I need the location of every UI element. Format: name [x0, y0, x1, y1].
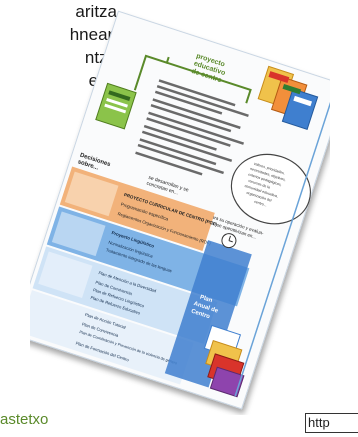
- bubble-text-line: recursos de la: [248, 179, 271, 190]
- green-connector: [133, 54, 170, 91]
- poster-graphic: proyecto educativo de centro: [12, 10, 348, 410]
- top-bullet-lines: [135, 79, 249, 176]
- bottom-right-link-box[interactable]: http: [305, 413, 358, 433]
- plan-label-line: Centro: [190, 309, 211, 321]
- right-border-line: [234, 89, 336, 397]
- plan-label-line: Plan: [199, 295, 213, 305]
- bubble-text-line: centro...: [254, 200, 268, 208]
- document-covers: [257, 65, 319, 130]
- side-text-line: hnean: [69, 25, 117, 44]
- blue-band-pale: [18, 290, 194, 385]
- green-connector: [166, 61, 252, 104]
- bubble-text-line: organización del: [246, 191, 272, 203]
- poster: proyecto educativo de centro: [12, 10, 348, 415]
- side-text-line: aritza: [75, 2, 117, 21]
- blue-left-cell: [51, 211, 106, 257]
- clock-hands: [228, 235, 233, 243]
- green-document-cover: [95, 82, 137, 130]
- orange-left-cell: [64, 171, 119, 217]
- plan-column: [164, 240, 252, 388]
- bottom-left-text: astetxo: [0, 411, 49, 428]
- blue-left-cell: [38, 251, 93, 299]
- speech-bubble: [230, 153, 311, 225]
- stacked-documents: [203, 324, 245, 398]
